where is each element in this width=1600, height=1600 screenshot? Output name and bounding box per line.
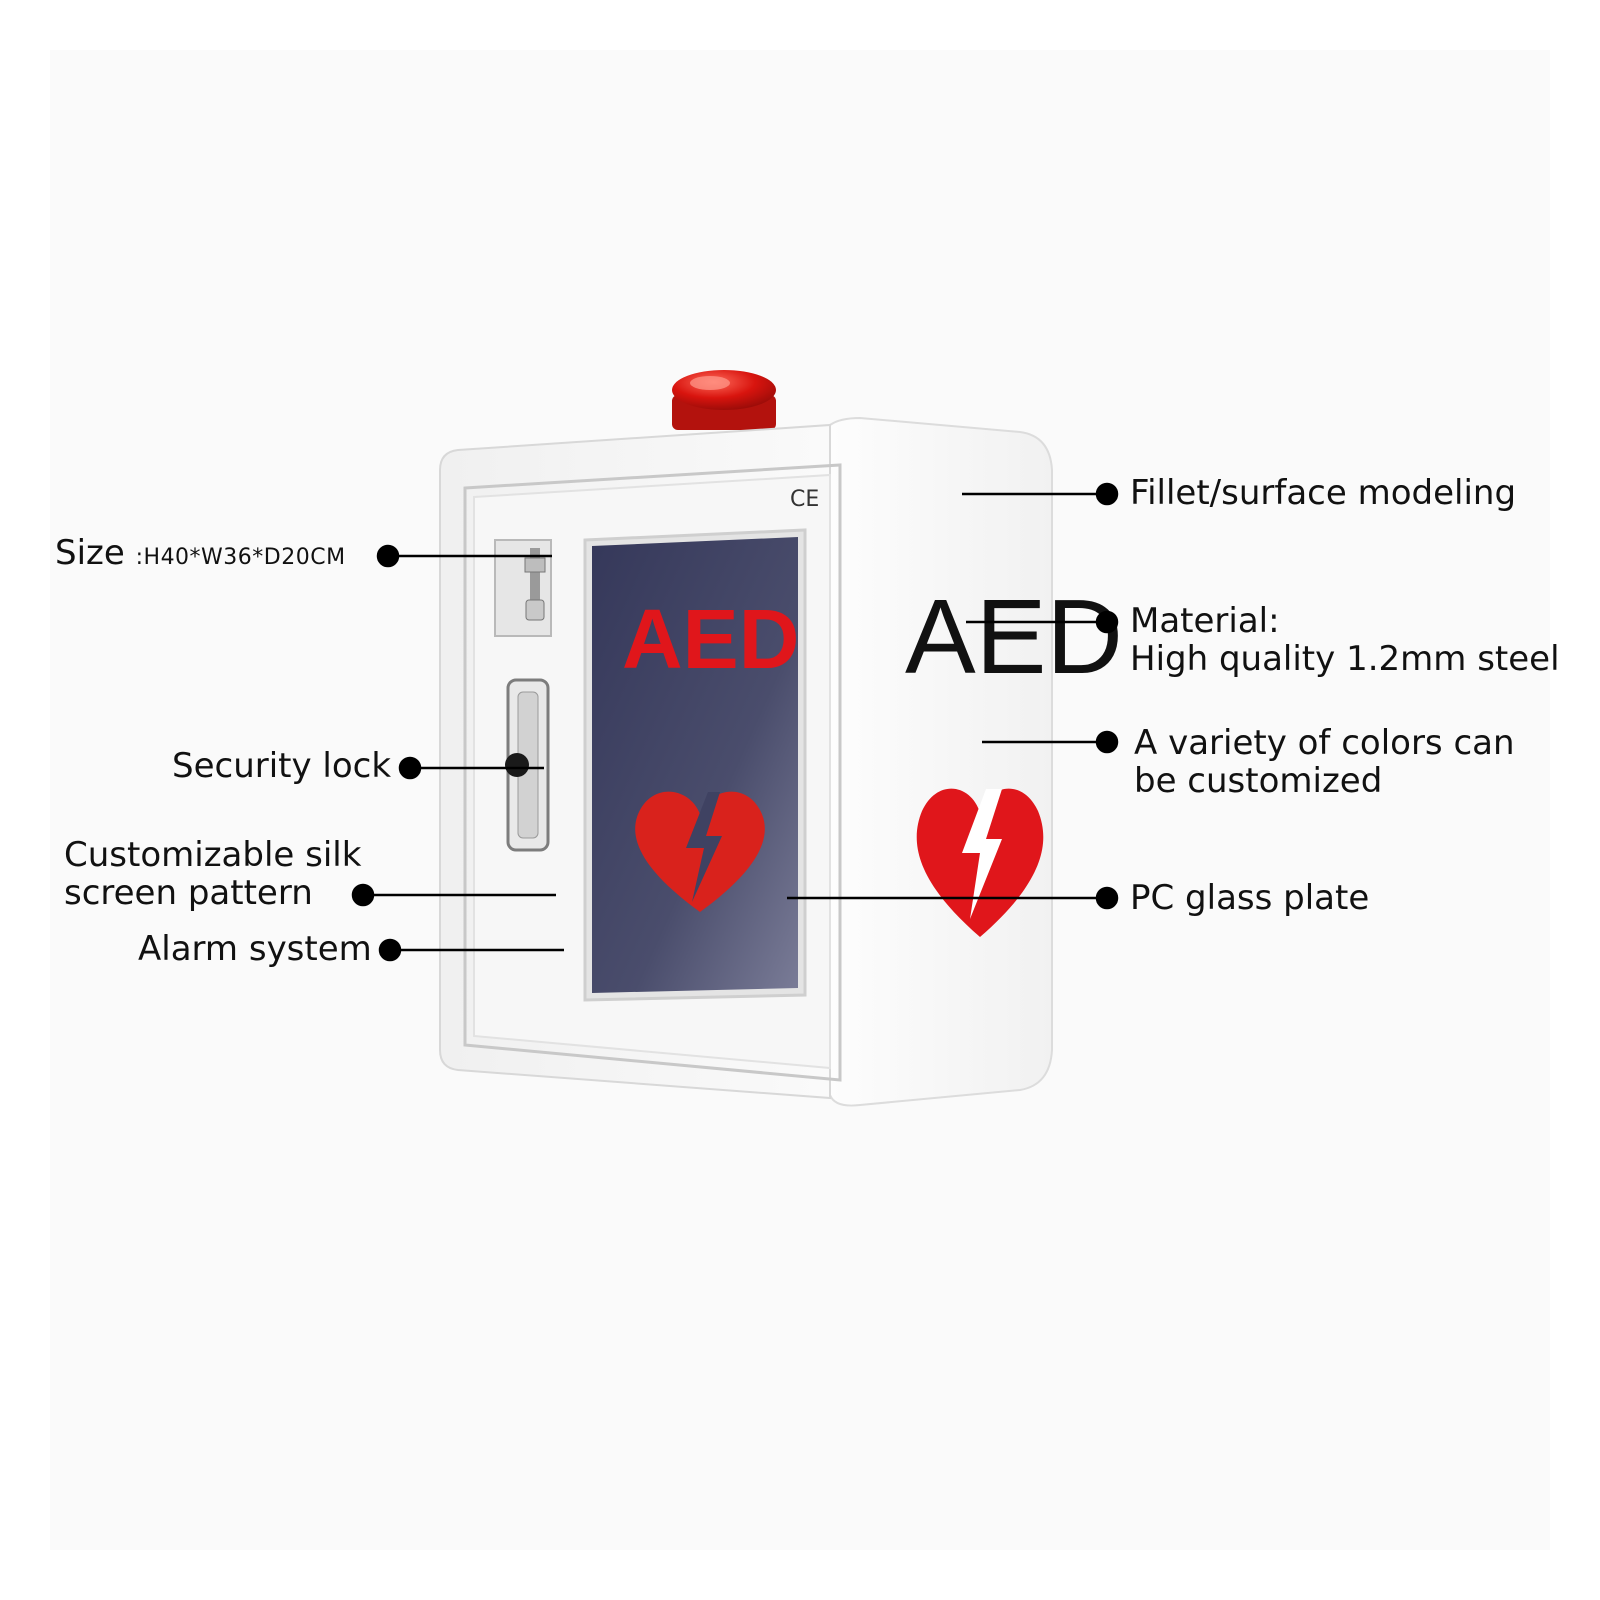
- alarm-system-callout: Alarm system: [138, 929, 372, 969]
- silk-screen-callout: Customizable silk screen pattern: [64, 836, 361, 912]
- colors-line1: A variety of colors can: [1134, 723, 1515, 763]
- heart-lightning-icon: [635, 791, 765, 912]
- material-line2: High quality 1.2mm steel: [1130, 639, 1560, 679]
- front-aed-text: AED: [622, 592, 799, 686]
- callout-lines: [351, 482, 1119, 962]
- size-callout: Size :H40*W36*D20CM: [55, 534, 346, 577]
- security-lock-handle: [505, 678, 550, 852]
- pc-glass-plate: [583, 528, 807, 1002]
- alarm-beacon: [672, 370, 776, 430]
- silk-screen-line1: Customizable silk: [64, 835, 362, 875]
- silk-screen-line2: screen pattern: [64, 873, 313, 913]
- security-lock-callout: Security lock: [172, 746, 392, 786]
- colors-line2: be customized: [1134, 761, 1383, 801]
- side-aed-text: AED: [905, 578, 1123, 696]
- material-callout: Material: High quality 1.2mm steel: [1130, 602, 1560, 678]
- material-line1: Material:: [1130, 601, 1280, 641]
- key-window: [494, 539, 552, 637]
- ce-mark: CE: [790, 487, 819, 512]
- size-value: :H40*W36*D20CM: [135, 545, 346, 570]
- heart-lightning-icon: [916, 788, 1044, 937]
- cabinet-side-face: [829, 416, 1053, 1107]
- door-frame: [463, 463, 842, 1082]
- fillet-callout: Fillet/surface modeling: [1130, 473, 1517, 513]
- colors-callout: A variety of colors can be customized: [1134, 724, 1515, 800]
- size-label: Size: [55, 533, 125, 573]
- pc-glass-callout: PC glass plate: [1130, 878, 1370, 918]
